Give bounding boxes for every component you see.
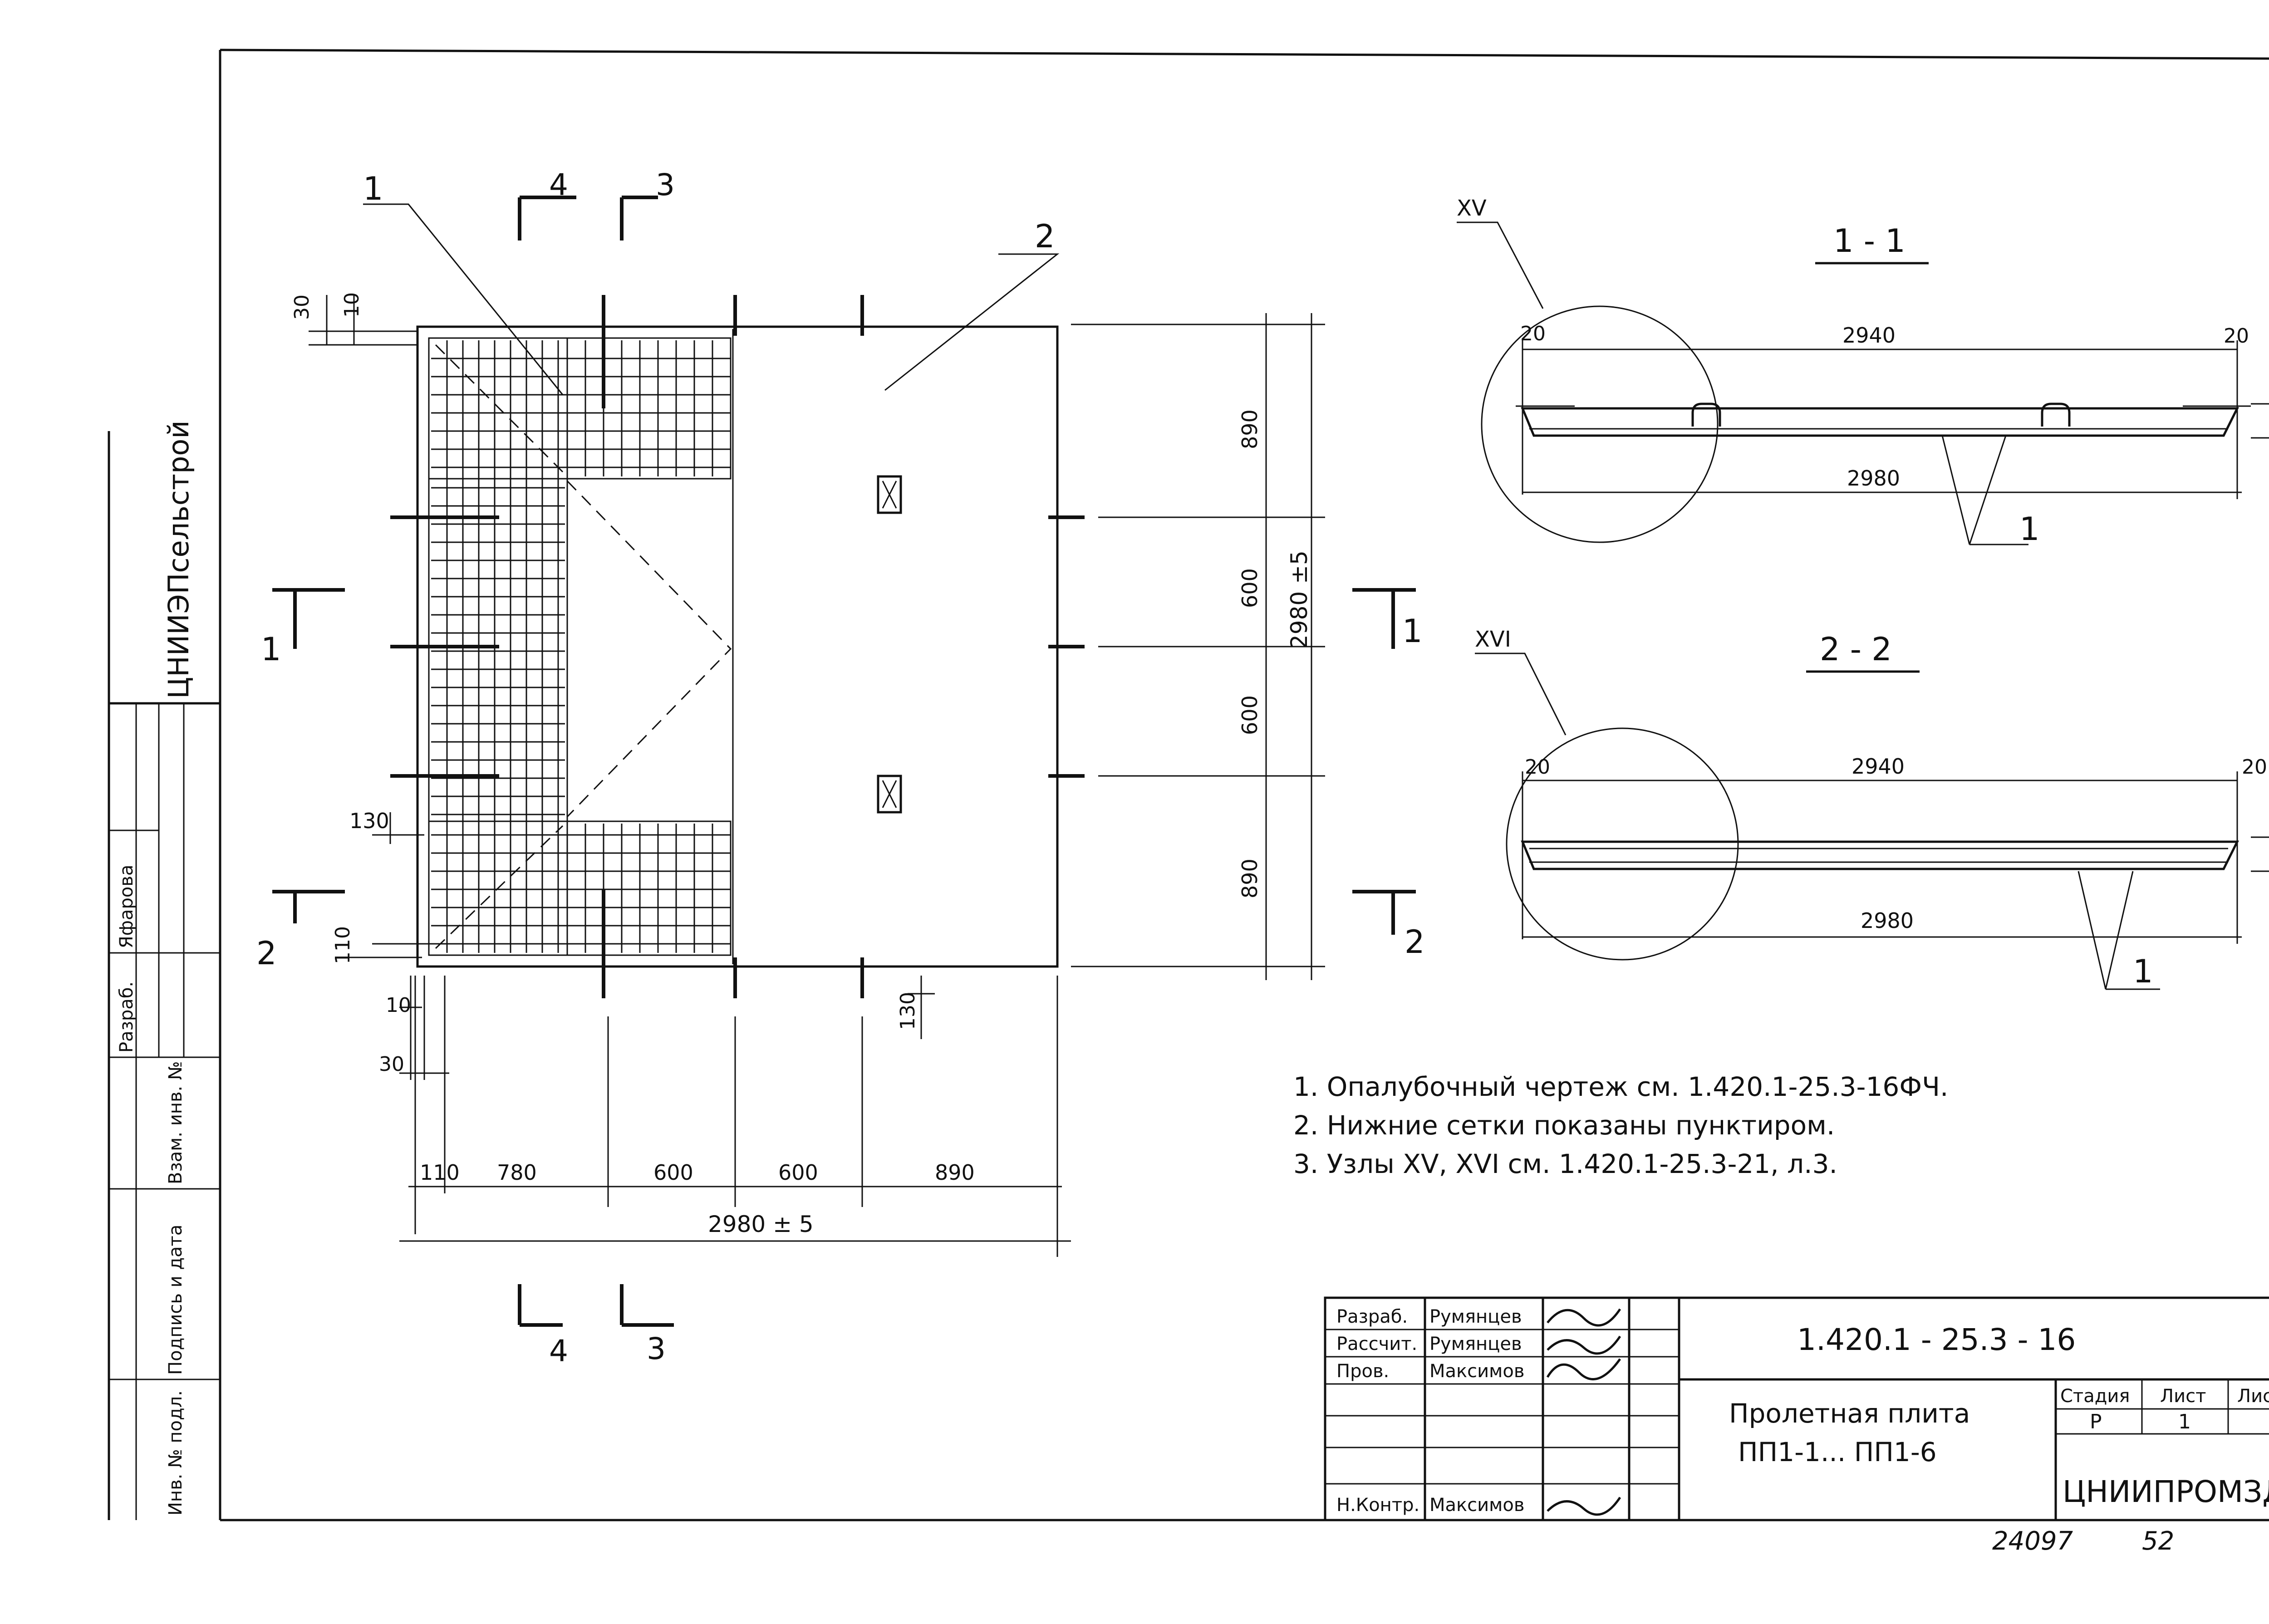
dim-30-top: 30 — [290, 294, 314, 320]
section-1-node: XV — [1457, 196, 1487, 221]
cut-2-left: 2 — [256, 935, 277, 972]
lifting-loop — [877, 775, 902, 814]
bottom-page: 52 — [2142, 1526, 2174, 1556]
title-block — [1324, 1296, 2269, 1521]
cut-4-top: 4 — [549, 167, 568, 202]
right-dim-890a: 890 — [1238, 409, 1262, 449]
tb-doc-code: 1.420.1 - 25.3 - 16 — [1797, 1322, 2076, 1357]
tb-org: ЦНИИПРОМЗДАНИЙ — [2063, 1474, 2269, 1509]
tb-name-2: Румянцев — [1429, 1334, 1522, 1354]
left-strip-org: ЦНИИЭПсельстрой — [162, 420, 195, 699]
dim-130-bottom: 130 — [896, 992, 919, 1030]
tb-title-line1: Пролетная плита — [1729, 1398, 1970, 1429]
bottom-code: 24097 — [1992, 1526, 2073, 1556]
notes: 1. Опалубочный чертеж см. 1.420.1-25.3-1… — [1293, 1071, 1948, 1179]
section-1-title: 1 - 1 — [1833, 222, 1906, 260]
overall-bottom: 2980 ± 5 — [708, 1211, 814, 1237]
left-strip-razrab: Разраб. — [116, 981, 137, 1053]
signatures — [1546, 1308, 1621, 1516]
right-dim-890b: 890 — [1238, 859, 1262, 898]
bottom-dim-110: 110 — [420, 1160, 460, 1185]
dim-130-left: 130 — [349, 809, 389, 833]
section-2-2 — [1475, 653, 2269, 990]
section-1-dim-left: 20 — [1520, 322, 1546, 345]
section-2-dim-mid: 2940 — [1852, 754, 1905, 779]
bottom-dim-890: 890 — [935, 1160, 975, 1185]
plan-callout-1: 1 — [363, 170, 383, 207]
left-strip-label-inv: Инв. № подл. — [165, 1390, 186, 1516]
plan-callout-2: 2 — [1035, 218, 1055, 255]
cut-4-bottom: 4 — [549, 1334, 568, 1369]
left-strip-label-podpis: Подпись и дата — [165, 1225, 186, 1375]
bottom-dim-600b: 600 — [778, 1160, 818, 1185]
left-strip-label-vzam: Взам. инв. № — [165, 1061, 186, 1184]
section-2-dim-right: 20 — [2242, 756, 2267, 779]
section-2-node: XVI — [1475, 627, 1511, 652]
left-strip-name: Яфарова — [116, 865, 137, 948]
left-strip — [108, 431, 220, 1520]
cut-3-top: 3 — [656, 167, 675, 202]
section-1-callout: 1 — [2019, 510, 2040, 548]
dim-30-bottom: 30 — [379, 1053, 404, 1076]
bottom-dim-600a: 600 — [653, 1160, 693, 1185]
section-1-dim-total: 2980 — [1847, 466, 1900, 491]
tb-role-1: Разраб. — [1336, 1306, 1408, 1327]
tb-role-7: Н.Контр. — [1336, 1495, 1419, 1516]
section-1-dim-right: 20 — [2224, 324, 2249, 348]
bottom-dim-780: 780 — [497, 1160, 537, 1185]
right-dim-600a: 600 — [1238, 568, 1262, 608]
cut-2-right: 2 — [1405, 923, 1425, 961]
tb-sheets-header: Листов — [2237, 1386, 2269, 1407]
tb-name-1: Румянцев — [1429, 1306, 1522, 1327]
section-2-callout: 1 — [2133, 953, 2153, 990]
tb-stage: Р — [2090, 1410, 2102, 1433]
tb-role-2: Рассчит. — [1336, 1334, 1417, 1354]
tb-stage-header: Стадия — [2060, 1386, 2130, 1407]
tb-sheet-header: Лист — [2160, 1386, 2206, 1407]
plan-view — [272, 196, 1416, 1327]
note-3: 3. Узлы XV, XVI см. 1.420.1-25.3-21, л.3… — [1293, 1148, 1837, 1179]
tb-sheet: 1 — [2178, 1410, 2191, 1433]
tb-title-line2: ПП1-1... ПП1-6 — [1738, 1437, 1937, 1467]
tb-name-7: Максимов — [1429, 1495, 1524, 1516]
cut-1-left: 1 — [261, 631, 281, 668]
tb-role-3: Пров. — [1336, 1361, 1389, 1382]
cut-1-right: 1 — [1402, 613, 1423, 650]
section-2-title: 2 - 2 — [1820, 631, 1892, 668]
lifting-loop — [877, 475, 902, 514]
section-1-1 — [1457, 221, 2269, 545]
tb-name-3: Максимов — [1429, 1361, 1524, 1382]
note-2: 2. Нижние сетки показаны пунктиром. — [1293, 1110, 1835, 1141]
dim-10-top: 10 — [340, 292, 363, 318]
overall-right: 2980 ±5 — [1286, 550, 1312, 649]
dim-10-bottom: 10 — [386, 994, 411, 1017]
dim-110-left: 110 — [331, 926, 354, 964]
section-1-dim-mid: 2940 — [1842, 323, 1896, 348]
section-2-dim-left: 20 — [1525, 756, 1550, 779]
right-dim-600b: 600 — [1238, 695, 1262, 735]
sheet-frame — [219, 49, 2269, 1521]
cut-3-bottom: 3 — [647, 1331, 666, 1366]
section-2-dim-total: 2980 — [1861, 908, 1914, 933]
note-1: 1. Опалубочный чертеж см. 1.420.1-25.3-1… — [1293, 1071, 1948, 1102]
